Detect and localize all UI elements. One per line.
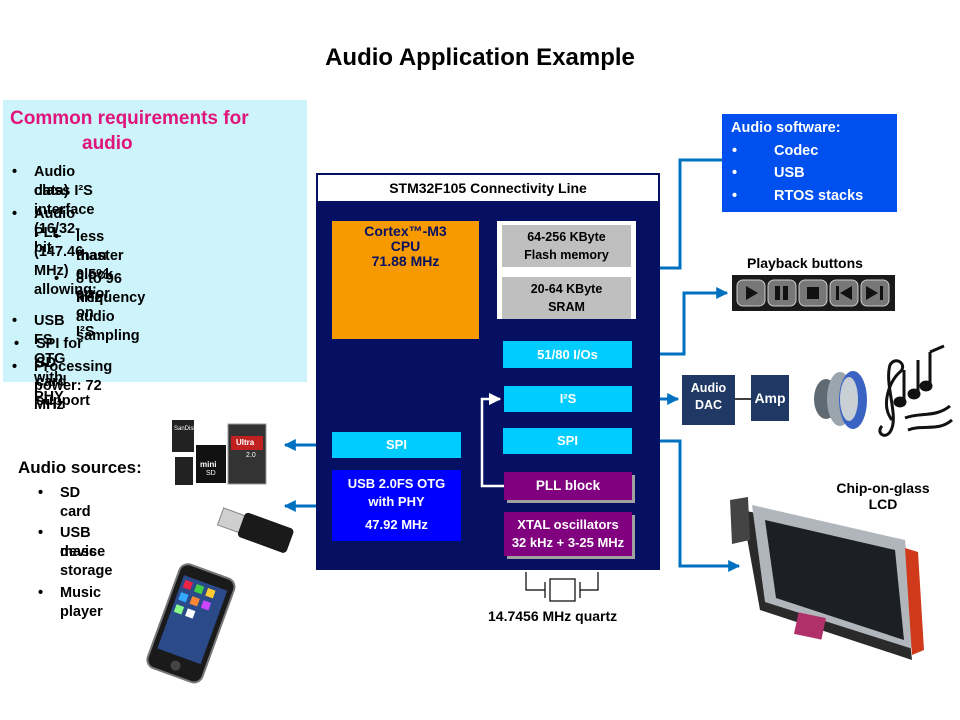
xtal-line1: XTAL oscillators (517, 517, 619, 532)
i2s-block: I²S (504, 386, 632, 412)
music-notes-icon (878, 344, 953, 437)
usb-freq: 47.92 MHz (365, 517, 428, 532)
lcd-label-line1: Chip-on-glass (836, 480, 930, 496)
lcd-module-icon (730, 497, 924, 660)
cpu-freq: 71.88 MHz (371, 253, 440, 269)
usb-stick-icon (216, 507, 294, 553)
source-usb: USB mass storage (38, 524, 113, 581)
audio-dac-block: Audio DAC (682, 375, 735, 425)
dac-line1: Audio (690, 381, 727, 395)
flash-size: 64-256 KByte (527, 230, 606, 244)
cpu-line1: Cortex™-M3 (364, 223, 447, 239)
flash-label: Flash memory (524, 248, 609, 262)
cpu-line2: CPU (390, 238, 421, 254)
arrow-software-to-flash (638, 158, 722, 274)
req-subitem-sampling-cont: frequency (76, 290, 146, 306)
sd-ultra-text: Ultra (236, 438, 255, 447)
source-sd-card: SD card (38, 484, 90, 522)
next-button-icon[interactable] (860, 279, 890, 307)
cpu-block: Cortex™-M3 CPU 71.88 MHz (332, 221, 479, 339)
flash-block: 64-256 KByte Flash memory (502, 225, 631, 267)
requirements-heading-line2: audio (82, 133, 133, 154)
usb-otg-block: USB 2.0FS OTG with PHY 47.92 MHz (332, 470, 461, 541)
previous-button-icon[interactable] (829, 279, 859, 307)
sram-block: 20-64 KByte SRAM (502, 277, 631, 319)
sram-label: SRAM (548, 300, 585, 314)
req-subitem-sampling: 8 to 96 kHz audio sampling (54, 270, 140, 346)
playback-label: Playback buttons (747, 255, 863, 271)
lcd-label: Chip-on-glass LCD (828, 480, 938, 512)
music-player-icon (146, 563, 236, 684)
source-usb-cont: device (60, 544, 106, 560)
audio-software-heading: Audio software: (731, 120, 841, 136)
sram-size: 20-64 KByte (530, 282, 603, 296)
sd-brand-text: SanDisk (174, 426, 197, 432)
sw-item-codec: Codec (774, 143, 819, 159)
stop-button-icon[interactable] (798, 279, 828, 307)
sd-mini-text: mini (200, 460, 217, 469)
requirements-heading-line1: Common requirements for (10, 108, 249, 129)
amp-block: Amp (751, 375, 789, 421)
audio-software-box: Audio software: Codec USB RTOS stacks (722, 114, 897, 212)
xtal-block: XTAL oscillators 32 kHz + 3-25 MHz (504, 512, 632, 556)
play-button-icon[interactable] (736, 279, 766, 307)
sw-item-usb: USB (774, 165, 805, 181)
usb-line1: USB 2.0FS OTG (347, 476, 446, 491)
usb-line2: with PHY (368, 494, 425, 509)
requirements-heading: Common requirements for audio (10, 106, 300, 156)
dac-line2: DAC (694, 398, 723, 412)
speaker-icon (814, 371, 867, 429)
sd-card-icon (172, 420, 267, 485)
sw-item-rtos: RTOS stacks (774, 188, 864, 204)
quartz-crystal-symbol (525, 572, 599, 602)
req-item-power: Processing power: 72 MHz (12, 358, 112, 415)
page-title: Audio Application Example (325, 44, 635, 71)
spi-right-block: SPI (503, 428, 632, 454)
quartz-label: 14.7456 MHz quartz (488, 608, 618, 624)
io-block: 51/80 I/Os (503, 341, 632, 368)
sd-size-text: 2.0 (246, 452, 256, 459)
pause-button-icon[interactable] (767, 279, 797, 307)
req-item-i2s-cont: data) (34, 183, 69, 199)
lcd-label-line2: LCD (868, 496, 898, 512)
sources-heading: Audio sources: (18, 458, 142, 477)
xtal-line2: 32 kHz + 3-25 MHz (511, 535, 625, 550)
spi-left-block: SPI (332, 432, 461, 458)
pll-block: PLL block (504, 472, 632, 500)
sd-sd-text: SD (206, 470, 216, 477)
source-music-player: Music player (38, 584, 103, 622)
mcu-title: STM32F105 Connectivity Line (316, 173, 660, 203)
